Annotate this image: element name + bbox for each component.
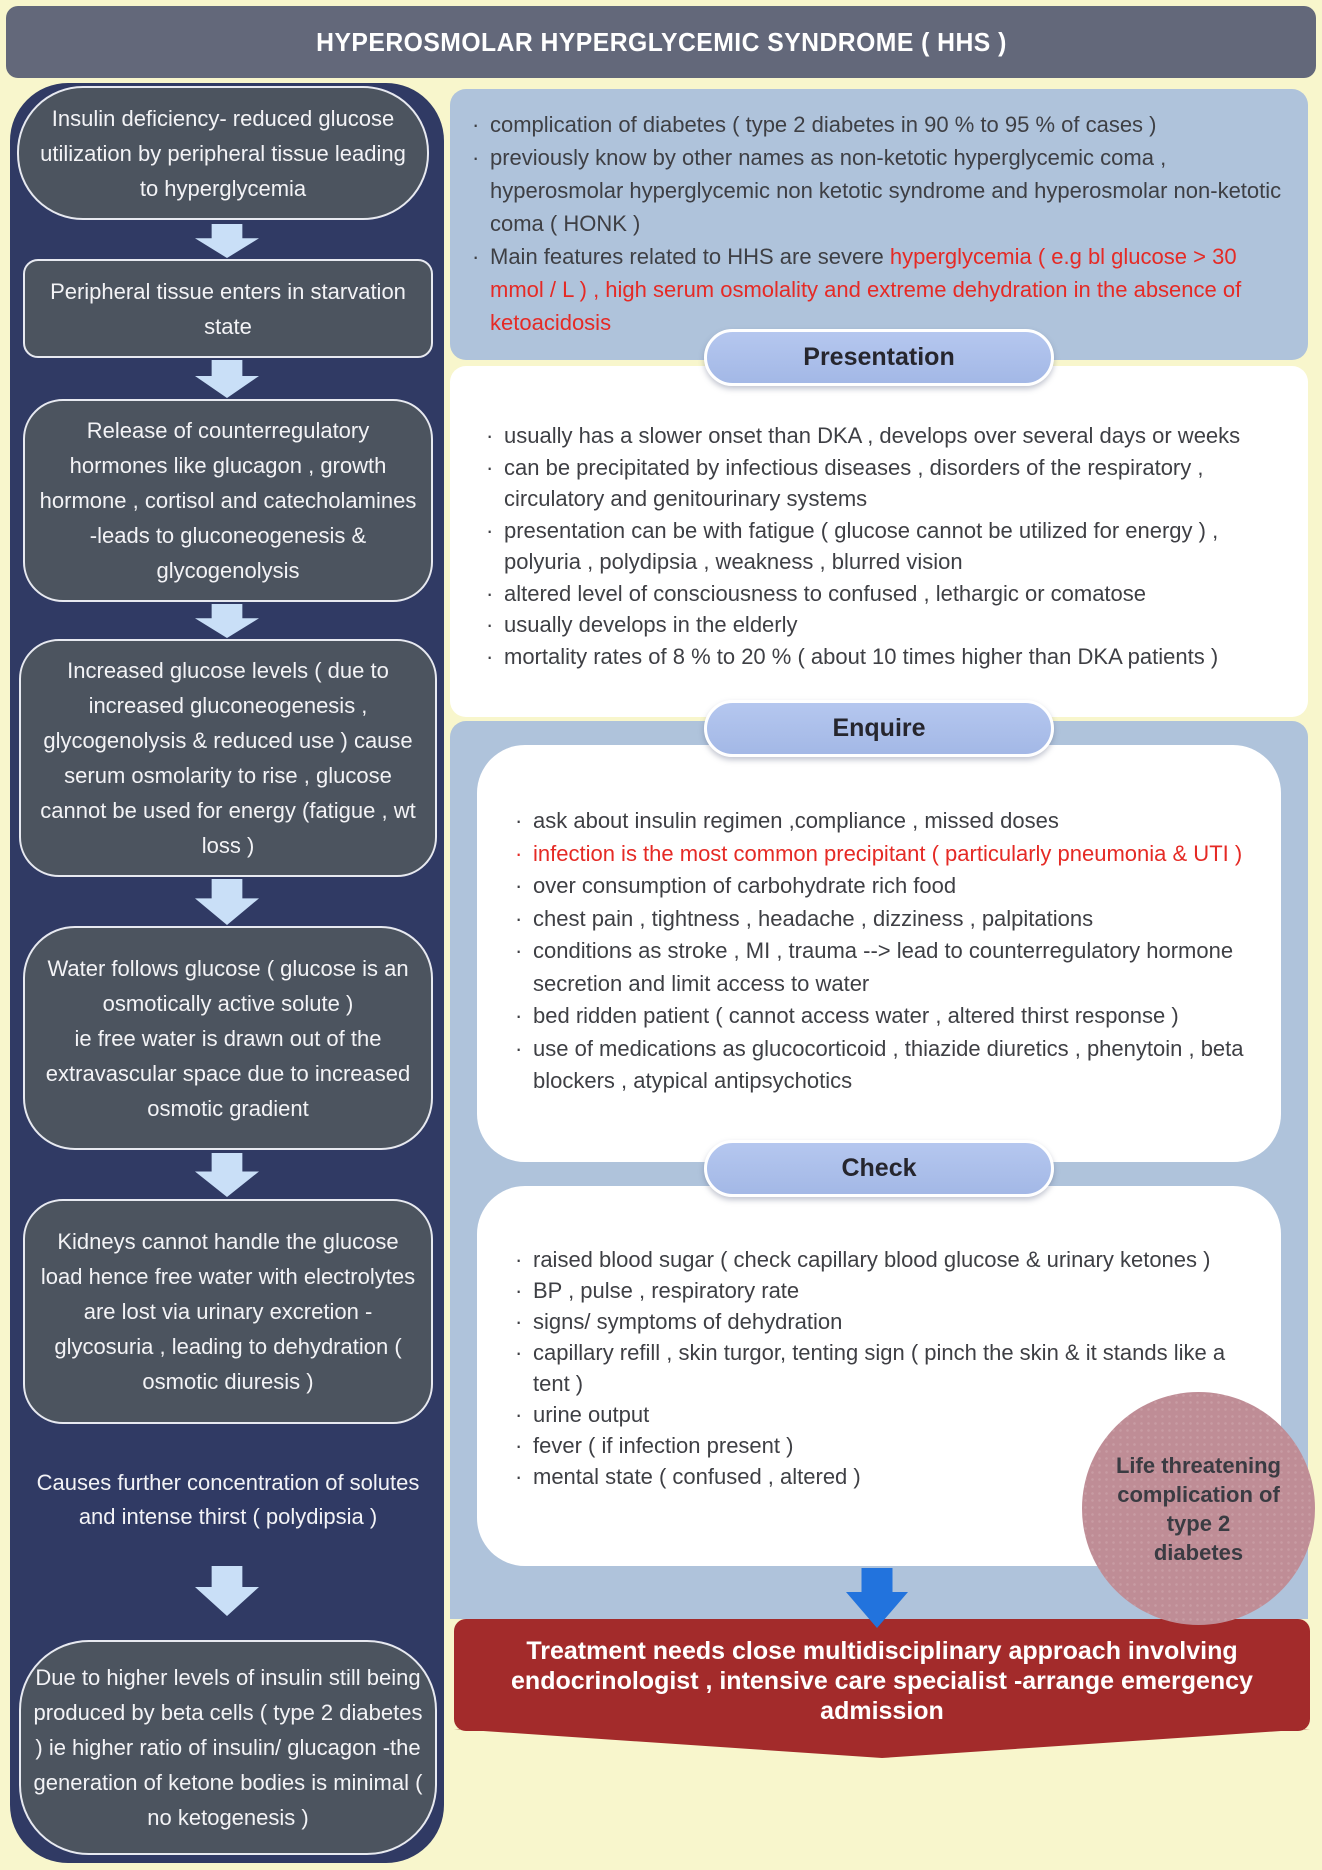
enquire-bullet: ·conditions as stroke , MI , trauma --> … xyxy=(515,935,1255,1000)
presentation-bullet-list: ·usually has a slower onset than DKA , d… xyxy=(486,420,1280,672)
check-bullet: ·signs/ symptoms of dehydration xyxy=(515,1306,1255,1337)
enquire-bullet-highlighted: ·infection is the most common precipitan… xyxy=(515,838,1255,871)
flow-arrow-icon xyxy=(195,1153,259,1197)
header-bar: HYPEROSMOLAR HYPERGLYCEMIC SYNDROME ( HH… xyxy=(6,6,1316,78)
bullet-dot-icon: · xyxy=(515,1035,523,1061)
bullet-dot-icon: · xyxy=(515,1278,523,1303)
overview-bullet: · Main features related to HHS are sever… xyxy=(472,240,1288,339)
check-bullet: ·BP , pulse , respiratory rate xyxy=(515,1275,1255,1306)
bullet-dot-icon: · xyxy=(515,1003,523,1028)
treatment-banner-point xyxy=(454,1729,1310,1758)
enquire-panel xyxy=(477,745,1281,1162)
life-threatening-text: Life threatening complication of type 2 … xyxy=(1115,1452,1281,1565)
presentation-panel xyxy=(450,366,1308,717)
check-pill: Check xyxy=(704,1140,1054,1197)
check-bullet: ·urine output xyxy=(515,1399,1255,1430)
bullet-dot-icon: · xyxy=(486,580,494,606)
enquire-bullet: ·ask about insulin regimen ,compliance ,… xyxy=(515,805,1255,838)
enquire-bullet: ·bed ridden patient ( cannot access wate… xyxy=(515,1000,1255,1033)
check-label: Check xyxy=(841,1154,917,1182)
flow-step-5: Water follows glucose ( glucose is an os… xyxy=(23,926,433,1150)
flow-arrow-icon xyxy=(195,1566,259,1616)
bullet-dot-icon: · xyxy=(515,905,523,931)
bullet-dot-icon: · xyxy=(486,612,494,637)
page-title: HYPEROSMOLAR HYPERGLYCEMIC SYNDROME ( HH… xyxy=(315,26,1007,57)
flow-step-3: Release of counterregulatory hormones li… xyxy=(23,399,433,602)
flow-arrow-icon xyxy=(195,360,259,398)
flow-step-7-note: Causes further concentration of solutes … xyxy=(36,1470,420,1529)
treatment-banner xyxy=(454,1619,1310,1731)
bullet-dot-icon: · xyxy=(515,1247,523,1272)
flow-step-1: Insulin deficiency- reduced glucose util… xyxy=(17,86,429,220)
bullet-dot-icon: · xyxy=(472,145,480,170)
overview-bullet-list: · complication of diabetes ( type 2 diab… xyxy=(472,108,1288,339)
overview-panel xyxy=(450,89,1308,360)
treatment-text: Treatment needs close multidisciplinary … xyxy=(511,1637,1253,1725)
flow-step-8: Due to higher levels of insulin still be… xyxy=(19,1640,437,1855)
presentation-bullet: ·can be precipitated by infectious disea… xyxy=(486,452,1280,515)
presentation-pill: Presentation xyxy=(704,329,1054,386)
bullet-dot-icon: · xyxy=(486,643,494,669)
bullet-dot-icon: · xyxy=(515,1402,523,1427)
enquire-pill: Enquire xyxy=(704,700,1054,757)
check-bullet: ·capillary refill , skin turgor, tenting… xyxy=(515,1337,1255,1399)
enquire-label: Enquire xyxy=(832,714,926,742)
bullet-dot-icon: · xyxy=(515,840,523,866)
flow-step-2: Peripheral tissue enters in starvation s… xyxy=(23,259,433,358)
presentation-bullet: ·usually develops in the elderly xyxy=(486,609,1280,641)
life-threatening-circle: Life threatening complication of type 2 … xyxy=(1082,1392,1315,1625)
bullet-dot-icon: · xyxy=(486,423,494,448)
presentation-bullet: ·presentation can be with fatigue ( gluc… xyxy=(486,515,1280,578)
bullet-dot-icon: · xyxy=(515,808,523,833)
bullet-dot-icon: · xyxy=(472,112,480,137)
check-bullet: ·raised blood sugar ( check capillary bl… xyxy=(515,1244,1255,1275)
check-bullet-list: ·raised blood sugar ( check capillary bl… xyxy=(515,1244,1255,1492)
check-bullet: ·mental state ( confused , altered ) xyxy=(515,1461,1255,1492)
bullet-dot-icon: · xyxy=(472,244,480,269)
presentation-bullet: ·usually has a slower onset than DKA , d… xyxy=(486,420,1280,452)
bullet-dot-icon: · xyxy=(515,938,523,963)
bullet-dot-icon: · xyxy=(515,1464,523,1489)
bullet-dot-icon: · xyxy=(486,454,494,480)
overview-bullet: · complication of diabetes ( type 2 diab… xyxy=(472,108,1288,141)
flow-step-4: Increased glucose levels ( due to increa… xyxy=(19,639,437,877)
flow-step-6: Kidneys cannot handle the glucose load h… xyxy=(23,1199,433,1424)
bullet-dot-icon: · xyxy=(515,873,523,898)
flowchart-panel: Insulin deficiency- reduced glucose util… xyxy=(10,83,444,1863)
bullet-dot-icon: · xyxy=(515,1340,523,1365)
flow-arrow-icon xyxy=(195,224,259,258)
overview-bullet: · previously know by other names as non-… xyxy=(472,141,1288,240)
bullet-dot-icon: · xyxy=(486,517,494,543)
flow-arrow-icon xyxy=(195,604,259,638)
presentation-bullet: ·mortality rates of 8 % to 20 % ( about … xyxy=(486,641,1280,673)
check-bullet: ·fever ( if infection present ) xyxy=(515,1430,1255,1461)
enquire-bullet: ·use of medications as glucocorticoid , … xyxy=(515,1033,1255,1098)
presentation-bullet: ·altered level of consciousness to confu… xyxy=(486,578,1280,610)
presentation-label: Presentation xyxy=(803,343,955,371)
enquire-bullet: ·over consumption of carbohydrate rich f… xyxy=(515,870,1255,903)
bullet-dot-icon: · xyxy=(515,1309,523,1334)
flow-arrow-icon xyxy=(195,879,259,925)
enquire-bullet: ·chest pain , tightness , headache , diz… xyxy=(515,903,1255,936)
enquire-bullet-list: ·ask about insulin regimen ,compliance ,… xyxy=(515,805,1255,1098)
bullet-dot-icon: · xyxy=(515,1433,523,1458)
